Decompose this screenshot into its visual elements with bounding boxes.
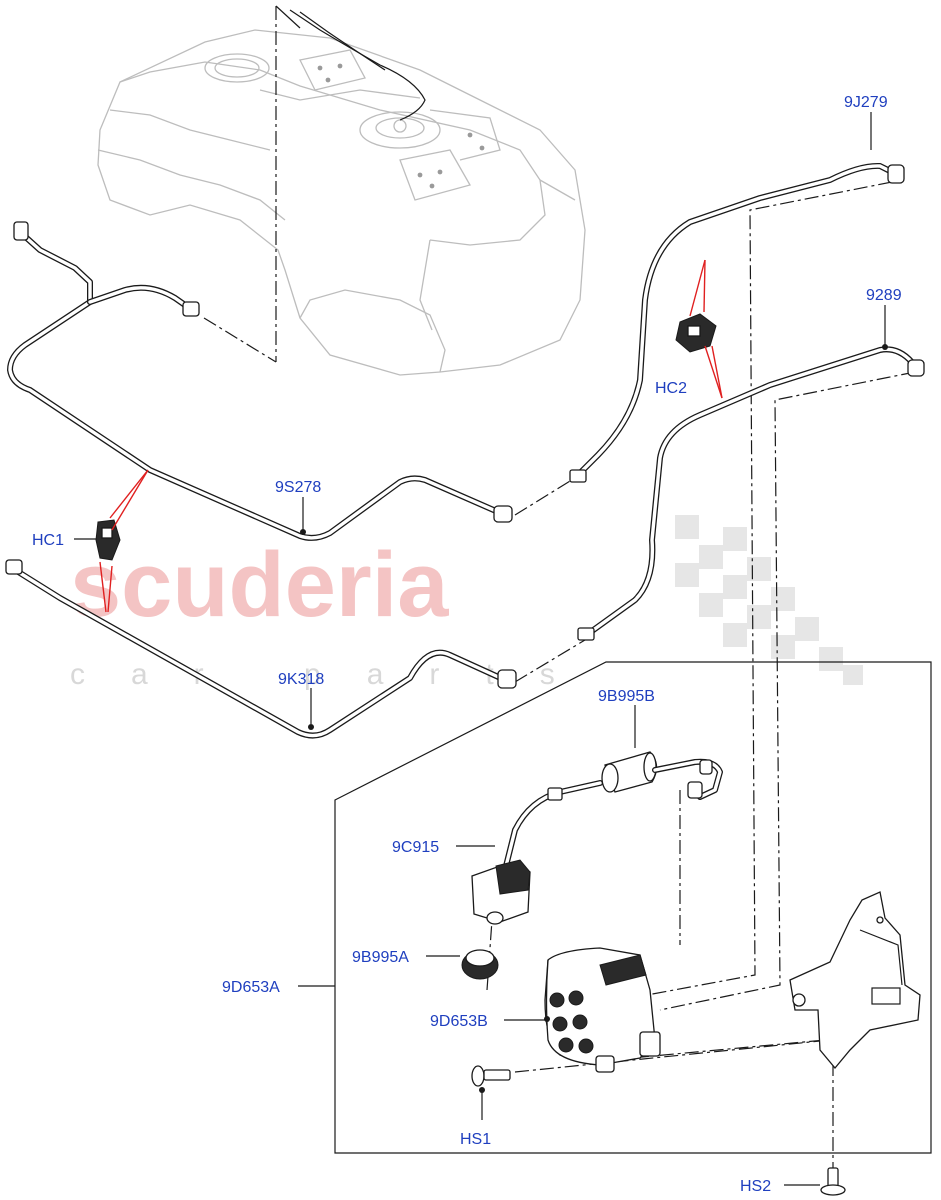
label-9j279: 9J279 bbox=[844, 94, 888, 111]
label-hc2: HC2 bbox=[655, 380, 687, 397]
checkered-flag-logo bbox=[675, 515, 863, 685]
label-9k318: 9K318 bbox=[278, 671, 324, 688]
label-hs1: HS1 bbox=[460, 1131, 491, 1148]
part-labels: 9J279 9289 HC2 9S278 HC1 9K318 9B995B 9C… bbox=[32, 94, 902, 1195]
screw-hs1 bbox=[471, 1065, 511, 1093]
label-9b995b: 9B995B bbox=[598, 688, 655, 705]
bracket bbox=[789, 891, 921, 1070]
filter-9b995b bbox=[601, 751, 723, 800]
hose-9c915 bbox=[502, 780, 603, 873]
fuel-tank bbox=[97, 5, 586, 376]
label-9289: 9289 bbox=[866, 287, 902, 304]
canister-9d653b bbox=[544, 947, 661, 1073]
screw-hs2 bbox=[820, 1167, 846, 1196]
label-9s278: 9S278 bbox=[275, 479, 321, 496]
label-9d653a: 9D653A bbox=[222, 979, 280, 996]
clip-hc2 bbox=[675, 313, 717, 353]
pipe-9s278 bbox=[7, 221, 513, 541]
label-9c915: 9C915 bbox=[392, 839, 439, 856]
pipe-9289 bbox=[577, 344, 925, 641]
label-hc1: HC1 bbox=[32, 532, 64, 549]
pipe-9j279 bbox=[569, 162, 905, 483]
callout-red-lines bbox=[99, 259, 723, 613]
watermark-brand: scuderia bbox=[70, 534, 449, 636]
label-leaders bbox=[74, 112, 886, 1186]
pipe-9k318 bbox=[5, 559, 517, 739]
clip-hc1 bbox=[95, 519, 121, 561]
label-9b995a: 9B995A bbox=[352, 949, 409, 966]
label-hs2: HS2 bbox=[740, 1178, 771, 1195]
watermark-sub: car parts bbox=[70, 658, 601, 691]
label-9d653b: 9D653B bbox=[430, 1013, 488, 1030]
canister-assembly-box bbox=[334, 661, 932, 1154]
valve-9b995a bbox=[461, 859, 531, 980]
9s278-callout-dot bbox=[300, 529, 306, 535]
